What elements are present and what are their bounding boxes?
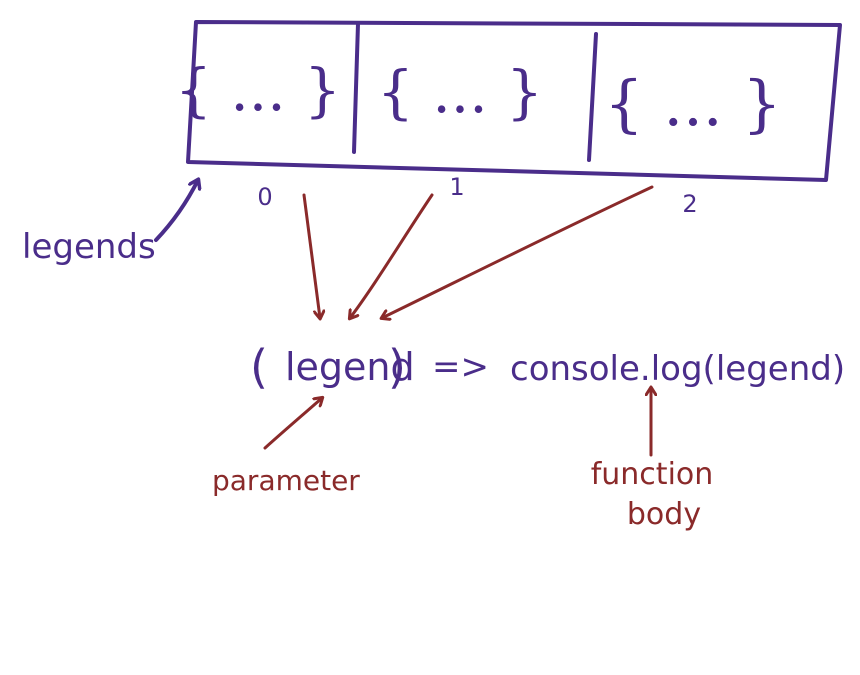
function-body: console.log(legend): [510, 349, 845, 389]
index-label-0: 0: [257, 183, 272, 211]
array-outline: [186, 20, 842, 182]
array-indices: 0 1 2: [257, 173, 697, 218]
array-divider-1: [352, 22, 360, 154]
array-cell-1: { ... }: [377, 58, 543, 126]
arrow-from-index-2: [382, 185, 654, 318]
parameter-annotation-label: parameter: [212, 464, 360, 497]
array-name-label: legends: [22, 227, 156, 267]
array-divider-2: [587, 32, 598, 162]
index-label-1: 1: [449, 173, 464, 201]
body-annotation-label-line1: function: [591, 457, 714, 492]
array-name-arrow: [154, 180, 198, 242]
parameter-name: legend: [285, 345, 415, 389]
index-to-parameter-arrows: [302, 185, 654, 318]
arrow-from-index-0: [302, 193, 320, 318]
array-cells: { ... } { ... } { ... }: [175, 56, 782, 140]
parameter-annotation-arrow: [263, 398, 322, 450]
array-box: [186, 20, 842, 182]
body-annotation-label-line2: body: [627, 497, 701, 532]
open-paren: (: [250, 340, 268, 394]
arrow-function-expression: ( legend ) => console.log(legend): [250, 340, 845, 394]
array-cell-2: { ... }: [604, 67, 781, 140]
index-label-2: 2: [682, 190, 697, 218]
array-cell-0: { ... }: [175, 56, 341, 124]
arrow-operator: =>: [432, 347, 489, 387]
arrow-from-index-1: [350, 193, 434, 318]
close-paren: ): [388, 340, 406, 394]
